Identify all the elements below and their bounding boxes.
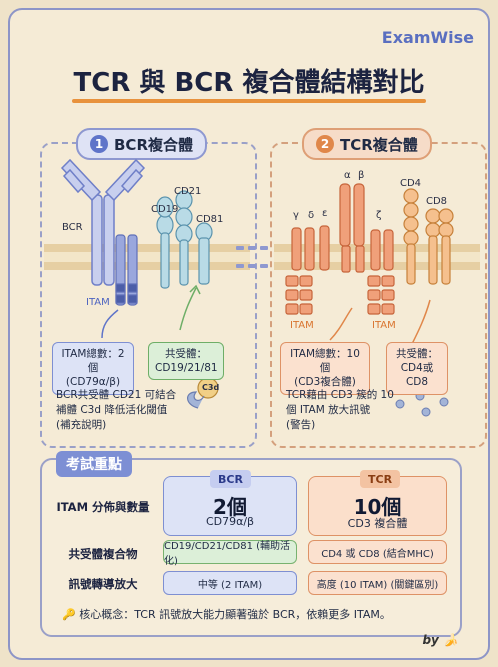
row-label-itam: ITAM 分佈與數量 bbox=[56, 500, 150, 514]
tcr-itam-box: ITAM總數：10個 (CD3複合體) bbox=[280, 342, 370, 395]
box-line: CD19/21/81 bbox=[155, 362, 218, 375]
cd19-label: CD19 bbox=[151, 204, 179, 215]
bcr-receptor-icon bbox=[60, 158, 146, 286]
panel-heading-label: TCR複合體 bbox=[340, 135, 418, 154]
title-underline bbox=[72, 99, 426, 103]
key-concept: 🔑 核心概念：TCR 訊號放大能力顯著強於 BCR，依賴更多 ITAM。 bbox=[62, 606, 391, 622]
membrane-link-dashes bbox=[236, 246, 268, 268]
bcr-coreceptor-box: 共受體： CD19/21/81 bbox=[148, 342, 224, 381]
cd21-icon bbox=[175, 190, 193, 286]
box-line: CD4或CD8 bbox=[400, 362, 434, 389]
delta-label: δ bbox=[308, 210, 315, 221]
note-line: (補充說明) bbox=[56, 419, 107, 432]
tcr-column-tag: TCR bbox=[360, 470, 401, 488]
orange-arrow bbox=[329, 307, 353, 341]
bcr-column-tag: BCR bbox=[210, 470, 251, 488]
footer-by: by bbox=[422, 633, 439, 647]
brand-logo: ExamWise bbox=[381, 28, 474, 47]
itam-label: ITAM bbox=[372, 320, 396, 331]
bcr-coreceptor-pill: CD19/CD21/CD81 (輔助活化) bbox=[163, 540, 297, 567]
row-label-coreceptor: 共受體複合物 bbox=[68, 547, 138, 561]
page-title: TCR 與 BCR 複合體結構對比 bbox=[73, 68, 425, 98]
tcr-amplification-pill: 高度 (10 ITAM) (關鍵區別) bbox=[308, 571, 447, 595]
bcr-itam-count: 2個 bbox=[213, 495, 247, 519]
tcr-panel-heading: 2 TCR複合體 bbox=[302, 128, 432, 160]
bcr-membrane bbox=[44, 244, 250, 270]
zeta-label: ζ bbox=[376, 210, 382, 221]
exam-heading: 考試重點 bbox=[56, 451, 132, 477]
tcr-note: TCR藉由 CD3 簇的 10 個 ITAM 放大訊號 (警告) bbox=[286, 388, 394, 434]
row-label-amplification: 訊號轉導放大 bbox=[68, 577, 138, 591]
bcr-itam-box: ITAM總數：2個 (CD79α/β) bbox=[52, 342, 134, 395]
box-line: (CD3複合體) bbox=[294, 376, 356, 389]
box-line: 共受體： bbox=[165, 348, 207, 360]
bcr-note: BCR共受體 CD21 可結合 補體 C3d 降低活化閾值 (補充說明) bbox=[56, 388, 176, 434]
tcr-receptor-icon bbox=[339, 183, 365, 273]
c3d-label: C3d bbox=[202, 383, 220, 392]
cd81-icon bbox=[195, 222, 213, 285]
key-icon: 🔑 bbox=[62, 608, 80, 621]
footer-credit: by 🍌 bbox=[422, 633, 458, 647]
beta-label: β bbox=[358, 170, 365, 181]
bcr-panel-heading: 1 BCR複合體 bbox=[76, 128, 207, 160]
cd3-complex-icon bbox=[285, 225, 395, 315]
bcr-itam-summary: 2個 CD79α/β bbox=[163, 476, 297, 536]
green-arrow bbox=[179, 287, 197, 331]
note-line: 補體 C3d 降低活化閾值 bbox=[56, 404, 168, 417]
box-line: (CD79α/β) bbox=[65, 376, 121, 389]
tcr-itam-source: CD3 複合體 bbox=[347, 517, 408, 530]
box-line: ITAM總數：10個 bbox=[290, 348, 360, 375]
note-line: TCR藉由 CD3 簇的 10 bbox=[286, 389, 394, 401]
cd8-icon bbox=[425, 208, 454, 285]
cd21-label: CD21 bbox=[174, 186, 202, 197]
cd79-itam-icon bbox=[115, 234, 138, 306]
banana-icon: 🍌 bbox=[443, 633, 458, 647]
panel-number-badge: 1 bbox=[90, 135, 108, 153]
tcr-itam-count: 10個 bbox=[353, 495, 402, 519]
box-line: 共受體： bbox=[396, 348, 438, 360]
itam-label: ITAM bbox=[86, 297, 110, 308]
bcr-amplification-pill: 中等 (2 ITAM) bbox=[163, 571, 297, 595]
note-line: 個 ITAM 放大訊號 bbox=[286, 404, 371, 417]
bcr-itam-source: CD79α/β bbox=[205, 515, 255, 528]
note-line: (警告) bbox=[286, 419, 316, 432]
alpha-label: α bbox=[344, 170, 351, 181]
itam-label: ITAM bbox=[290, 320, 314, 331]
cd81-label: CD81 bbox=[196, 214, 224, 225]
cd8-label: CD8 bbox=[426, 196, 448, 207]
cd4-icon bbox=[403, 188, 419, 285]
gamma-label: γ bbox=[293, 210, 299, 221]
blue-arrow bbox=[101, 309, 119, 339]
box-line: ITAM總數：2個 bbox=[61, 348, 125, 375]
orange-arrow bbox=[411, 299, 431, 345]
tcr-coreceptor-box: 共受體： CD4或CD8 bbox=[386, 342, 448, 395]
note-line: BCR共受體 CD21 可結合 bbox=[56, 389, 177, 401]
panel-heading-label: BCR複合體 bbox=[114, 135, 193, 154]
panel-number-badge: 2 bbox=[316, 135, 334, 153]
cd4-label: CD4 bbox=[400, 178, 422, 189]
tcr-coreceptor-pill: CD4 或 CD8 (結合MHC) bbox=[308, 540, 447, 564]
cd19-icon bbox=[156, 196, 174, 289]
bcr-label: BCR bbox=[62, 222, 83, 233]
epsilon-label: ε bbox=[322, 208, 328, 219]
signal-cascade-icon bbox=[395, 379, 449, 417]
key-concept-text: 核心概念：TCR 訊號放大能力顯著強於 BCR，依賴更多 ITAM。 bbox=[79, 608, 391, 621]
